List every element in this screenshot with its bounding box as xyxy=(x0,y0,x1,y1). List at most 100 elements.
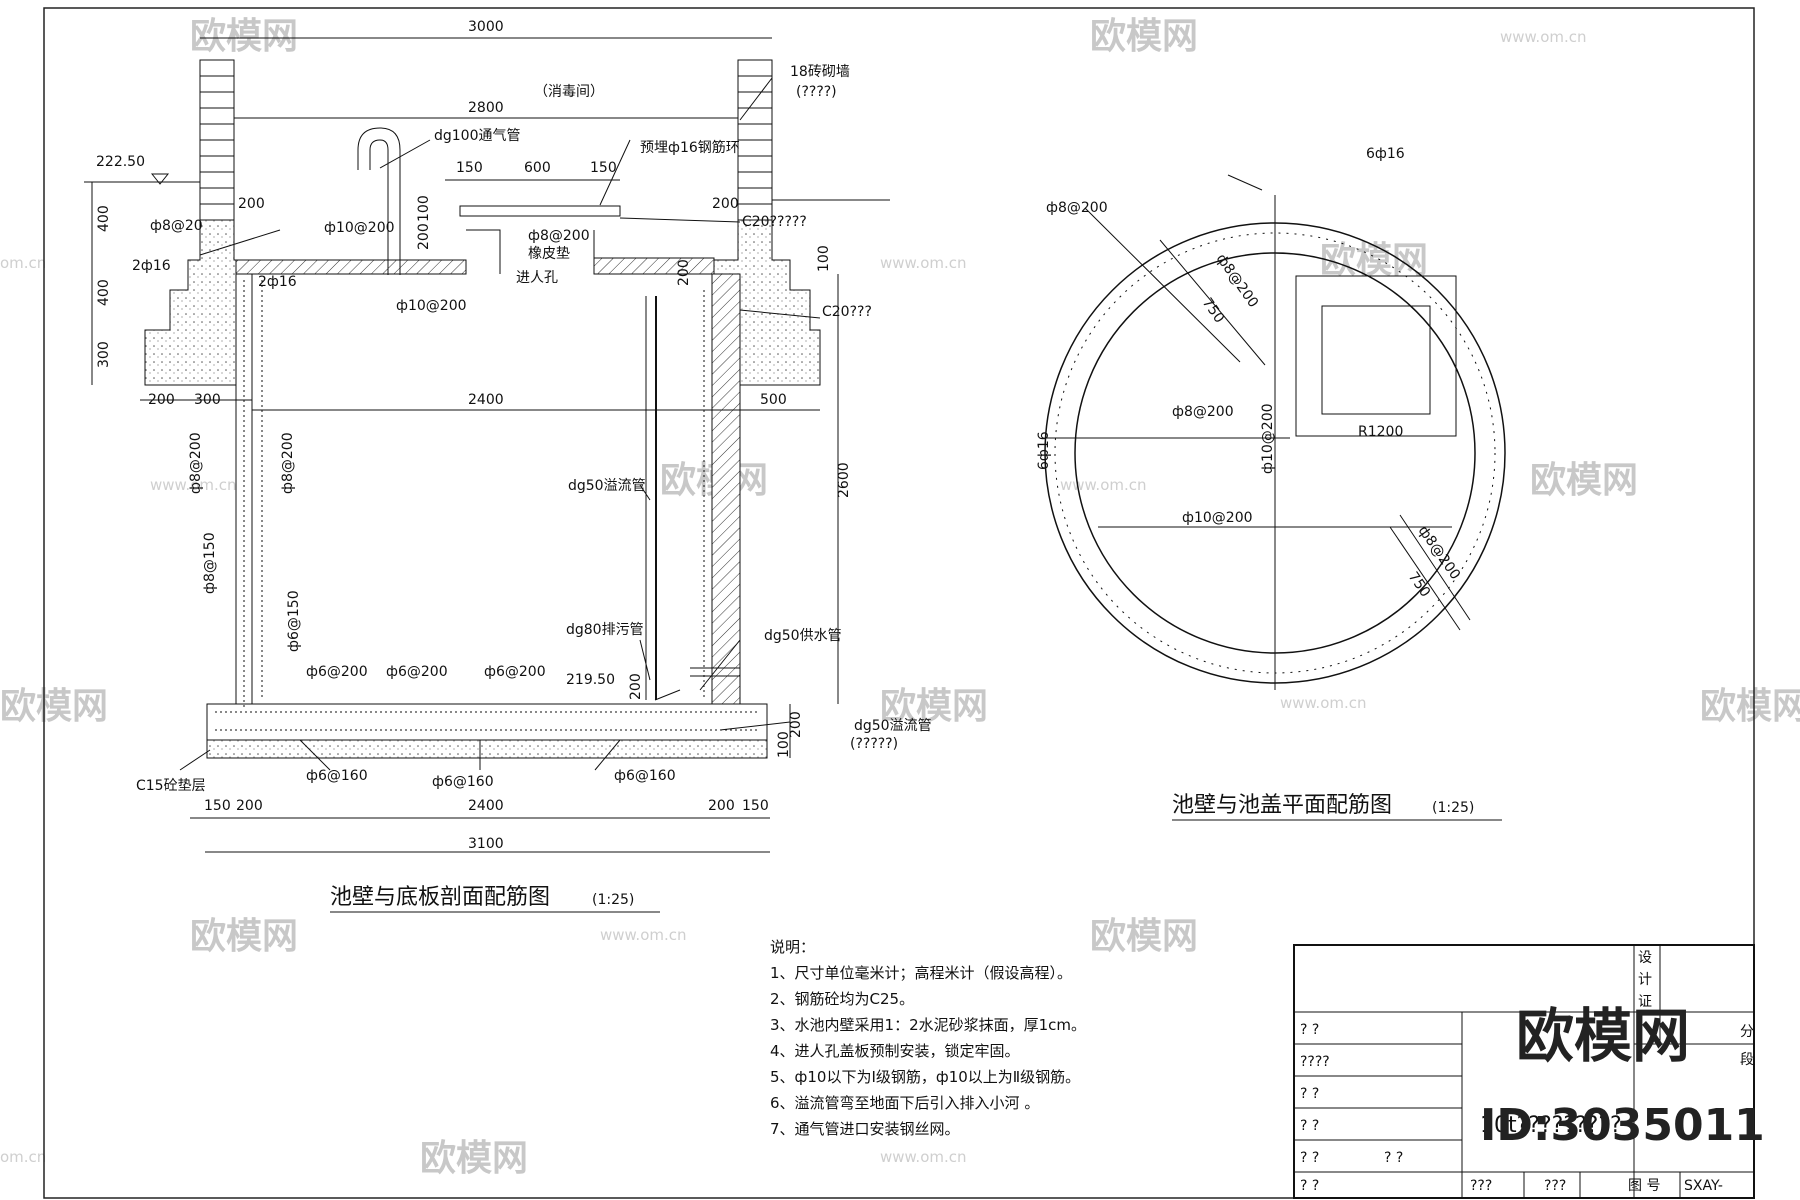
dim-text: 400 xyxy=(96,279,112,306)
plan-label: 750 xyxy=(1199,295,1227,326)
plan-label: R1200 xyxy=(1358,424,1403,440)
note-item: 1、尺寸单位毫米计；高程米计（假设高程）。 xyxy=(770,964,1072,982)
notes-block: 说明： 1、尺寸单位毫米计；高程米计（假设高程）。 2、钢筋砼均为C25。 3、… xyxy=(770,938,1086,1138)
tb-row-label: ? ? xyxy=(1300,1118,1319,1134)
dim-text: 100 xyxy=(416,195,432,222)
tb-row-label: ? ? xyxy=(1300,1086,1319,1102)
dim-text: 2800 xyxy=(468,100,504,116)
section-view: 3000 2800 2400 500 2600 150 600 150 200 … xyxy=(84,19,932,913)
label-rebar: ф8@20 xyxy=(150,218,203,234)
cover-slab-left xyxy=(235,259,467,275)
dim-text: 500 xyxy=(760,392,787,408)
manhole-cover xyxy=(459,205,621,217)
dim-text: 150 xyxy=(204,798,231,814)
dim-text: 600 xyxy=(524,160,551,176)
leader-lines xyxy=(179,77,821,771)
plan-label: 6ф16 xyxy=(1366,146,1405,162)
manhole-outline xyxy=(1295,275,1457,437)
label-elevation: 219.50 xyxy=(566,672,615,688)
tb-row-label: ? ? xyxy=(1300,1022,1319,1038)
tb-drawing-no: SXAY- xyxy=(1684,1178,1723,1194)
note-item: 7、通气管进口安装钢丝网。 xyxy=(770,1120,960,1138)
tank-wall-right xyxy=(711,273,741,705)
sheet-border xyxy=(43,7,1755,1199)
note-item: 4、进人孔盖板预制安装，锁定牢固。 xyxy=(770,1042,1020,1060)
watermark-logo: 欧模网 xyxy=(880,686,988,727)
dim-text: 2600 xyxy=(836,462,852,498)
label-rebar: ф6@150 xyxy=(286,590,302,652)
plan-label: ф10@200 xyxy=(1260,403,1276,474)
tb-row-extra: ? ? xyxy=(1384,1150,1403,1166)
watermark-logo: 欧模网 xyxy=(420,1138,528,1179)
dim-text: 200 xyxy=(676,259,692,286)
label-concrete: C20??? xyxy=(822,304,872,320)
label-rebar: 2ф16 xyxy=(258,274,297,290)
plan-label: ф8@200 xyxy=(1213,251,1261,311)
base-slab xyxy=(206,703,768,741)
tb-cert-char: 证 xyxy=(1638,994,1652,1010)
section-scale: (1:25) xyxy=(592,892,634,908)
label-concrete: C20????? xyxy=(742,214,807,230)
dim-text: 2400 xyxy=(468,392,504,408)
base-cushion xyxy=(206,739,768,759)
watermark-url: om.cn xyxy=(0,254,46,272)
watermark-url: www.om.cn xyxy=(1060,476,1147,494)
ground-line xyxy=(84,181,890,201)
watermark-url: om.cn xyxy=(0,1148,46,1166)
tank-wall-left xyxy=(235,273,253,705)
foundation-left xyxy=(144,219,247,386)
tb-project-name: 10t????????? xyxy=(1480,1113,1622,1138)
plan-label: ф8@200 xyxy=(1046,200,1108,216)
dim-text: 200 xyxy=(708,798,735,814)
label-vent-pipe: dg100通气管 xyxy=(434,128,521,144)
dim-text: 150 xyxy=(590,160,617,176)
watermark-logo: 欧模网 xyxy=(0,686,108,727)
watermark-url: www.om.cn xyxy=(1500,28,1587,46)
watermark-url: www.om.cn xyxy=(880,1148,967,1166)
plan-scale: (1:25) xyxy=(1432,800,1474,816)
label-brick-wall: 18砖砌墙 xyxy=(790,64,850,80)
dimension-lines xyxy=(91,37,839,853)
plan-leader xyxy=(1084,207,1471,631)
note-item: 3、水池内壁采用1：2水泥砂浆抹面，厚1cm。 xyxy=(770,1016,1086,1034)
plan-axis xyxy=(1045,195,1452,690)
vent-pipe xyxy=(357,127,401,275)
title-block-grid xyxy=(1294,945,1754,1198)
brick-wall-left xyxy=(199,59,235,221)
label-drain-pipe: dg80排污管 xyxy=(566,622,644,638)
tb-cell: ??? xyxy=(1470,1178,1492,1194)
drain-pipe xyxy=(654,689,681,701)
brick-wall-right xyxy=(737,59,773,221)
manhole-opening xyxy=(1321,305,1431,415)
label-rebar: ф6@160 xyxy=(614,768,676,784)
cover-slab-right xyxy=(593,257,715,275)
label-manhole: 进人孔 xyxy=(516,270,558,286)
tb-row-label: ???? xyxy=(1300,1054,1330,1070)
watermark-url: www.om.cn xyxy=(600,926,687,944)
tb-cert-char: 计 xyxy=(1638,972,1652,988)
watermark-layer: 欧模网 欧模网 www.om.cn om.cn www.om.cn 欧模网 ww… xyxy=(0,16,1800,1179)
watermark-url: www.om.cn xyxy=(880,254,967,272)
plan-label: 750 xyxy=(1405,569,1433,600)
dim-text: 200 xyxy=(712,196,739,212)
dim-text: 200 xyxy=(236,798,263,814)
dim-text: 400 xyxy=(96,205,112,232)
title-block: 设 计 证 分 段 ? ? ???? ? ? ? ? ? ? ? ? ? ? 1… xyxy=(1293,944,1765,1199)
dim-text: 3100 xyxy=(468,836,504,852)
label-rebar: 2ф16 xyxy=(132,258,171,274)
title-block-frame xyxy=(1293,944,1755,1199)
note-item: 2、钢筋砼均为C25。 xyxy=(770,990,914,1008)
label-overflow-pipe: dg50溢流管 xyxy=(568,478,646,494)
label-rebar: ф10@200 xyxy=(396,298,467,314)
label-rebar: ф6@200 xyxy=(484,664,546,680)
label-rebar: ф6@200 xyxy=(306,664,368,680)
supply-pipe xyxy=(690,667,740,677)
tb-seg-char: 分 xyxy=(1740,1024,1754,1040)
plan-label: 6ф16 xyxy=(1036,431,1052,470)
watermark-logo: 欧模网 xyxy=(190,16,298,57)
dim-text: 200 xyxy=(628,673,644,700)
watermark-logo: 欧模网 xyxy=(1320,240,1428,281)
dim-text: 300 xyxy=(194,392,221,408)
note-item: 6、溢流管弯至地面下后引入排入小河 。 xyxy=(770,1094,1039,1112)
